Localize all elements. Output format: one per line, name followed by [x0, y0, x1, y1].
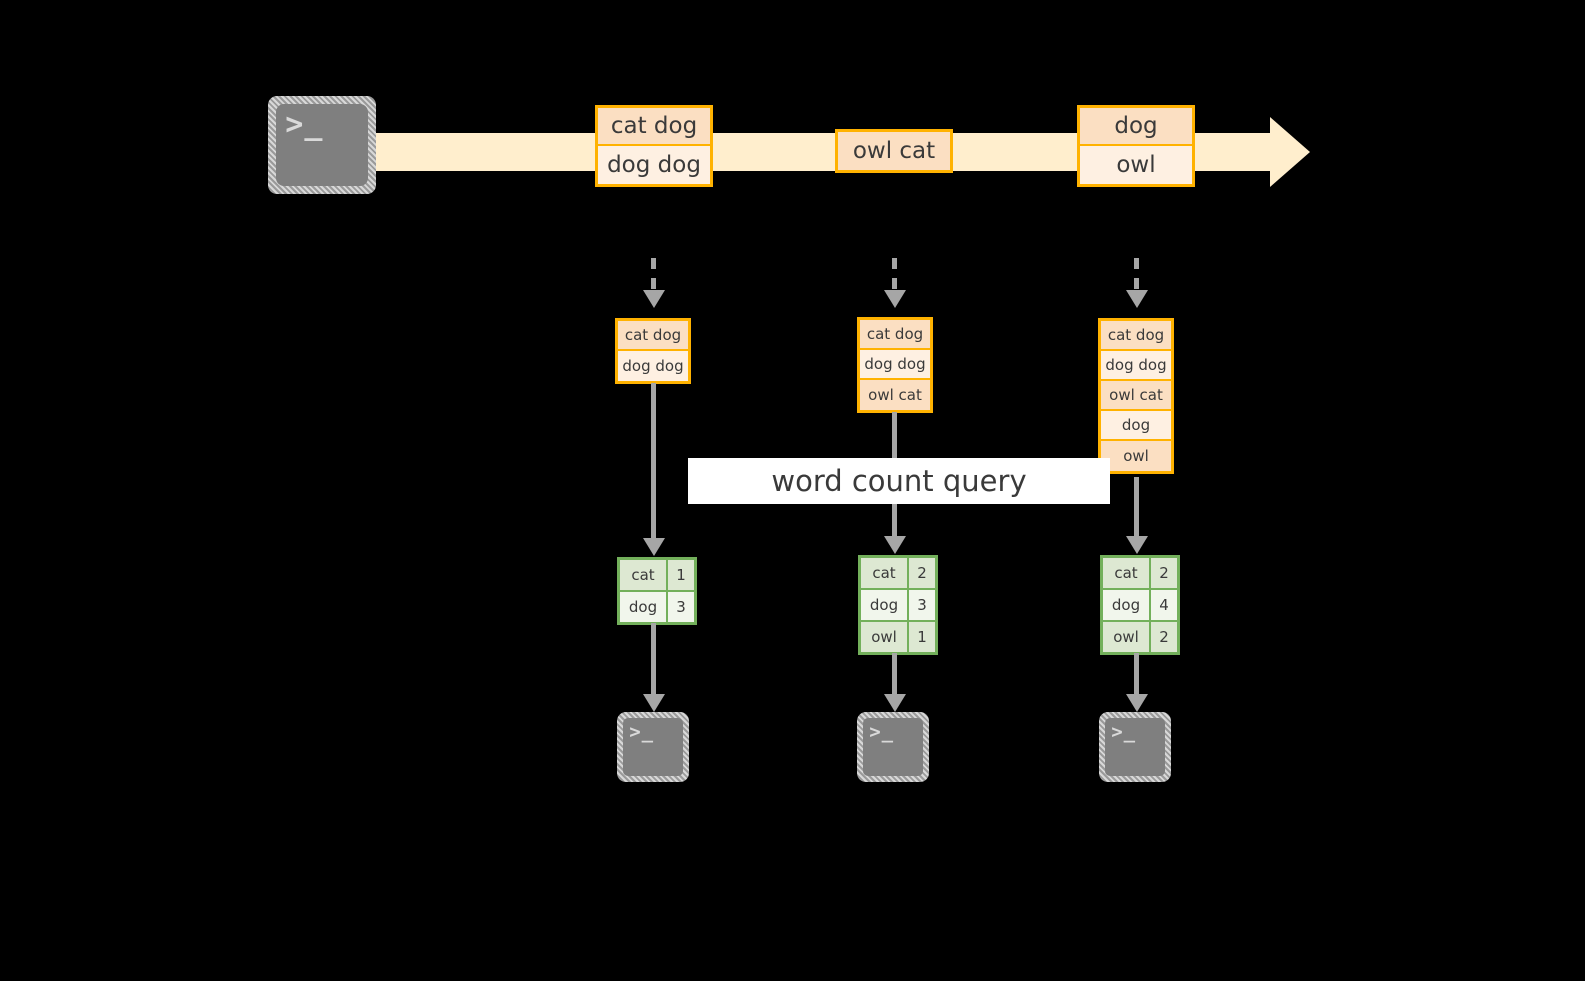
result-word: owl [861, 622, 909, 652]
result-count: 4 [1151, 590, 1177, 620]
snapshot-1-input-stack: cat dog dog dog [615, 318, 691, 384]
snapshot-line: cat dog [1101, 321, 1171, 351]
snapshot-line: dog dog [1101, 351, 1171, 381]
stream-message-2: owl cat [835, 129, 953, 173]
snapshot-line: dog [1101, 411, 1171, 441]
terminal-screen [863, 718, 923, 776]
terminal-prompt-glyph: >_ [869, 721, 895, 744]
result-count: 2 [1151, 622, 1177, 652]
stream-arrow-head-icon [1270, 117, 1310, 187]
result-word: cat [1103, 558, 1151, 588]
snapshot-1-output-arrowhead-icon [643, 694, 665, 712]
result-row: cat 1 [620, 560, 694, 592]
result-word: cat [620, 560, 668, 590]
snapshot-3-dashed-arrowhead-icon [1126, 290, 1148, 308]
snapshot-2-input-stack: cat dog dog dog owl cat [857, 317, 933, 413]
result-word: owl [1103, 622, 1151, 652]
result-row: owl 2 [1103, 622, 1177, 652]
snapshot-line: cat dog [860, 320, 930, 350]
snapshot-3-consumer-terminal-icon: >_ [1099, 712, 1171, 782]
snapshot-1-query-connector [651, 383, 656, 550]
stream-message-line: owl cat [838, 132, 950, 170]
result-row: owl 1 [861, 622, 935, 652]
snapshot-3-output-connector [1134, 653, 1139, 705]
producer-terminal-icon: >_ [268, 96, 376, 194]
snapshot-1-query-arrowhead-icon [643, 538, 665, 556]
snapshot-2-dashed-arrowhead-icon [884, 290, 906, 308]
snapshot-line: owl cat [860, 380, 930, 410]
stream-message-1: cat dog dog dog [595, 105, 713, 187]
snapshot-line: owl [1101, 441, 1171, 471]
snapshot-3-dashed-connector [1134, 258, 1139, 294]
snapshot-3-output-arrowhead-icon [1126, 694, 1148, 712]
result-word: cat [861, 558, 909, 588]
snapshot-1-dashed-connector [651, 258, 656, 294]
snapshot-1-output-connector [651, 623, 656, 705]
stream-message-line: owl [1080, 146, 1192, 184]
snapshot-2-result-table: cat 2 dog 3 owl 1 [858, 555, 938, 655]
terminal-screen [623, 718, 683, 776]
snapshot-3-query-arrowhead-icon [1126, 536, 1148, 554]
terminal-prompt-glyph: >_ [285, 106, 324, 142]
result-row: cat 2 [1103, 558, 1177, 590]
stream-message-line: cat dog [598, 108, 710, 146]
stream-message-line: dog [1080, 108, 1192, 146]
result-row: dog 3 [620, 592, 694, 622]
result-count: 3 [909, 590, 935, 620]
result-word: dog [620, 592, 668, 622]
snapshot-1-consumer-terminal-icon: >_ [617, 712, 689, 782]
snapshot-line: owl cat [1101, 381, 1171, 411]
result-row: dog 3 [861, 590, 935, 622]
snapshot-3-result-table: cat 2 dog 4 owl 2 [1100, 555, 1180, 655]
result-word: dog [1103, 590, 1151, 620]
snapshot-line: cat dog [618, 321, 688, 351]
result-row: dog 4 [1103, 590, 1177, 622]
snapshot-line: dog dog [860, 350, 930, 380]
snapshot-1-dashed-arrowhead-icon [643, 290, 665, 308]
stream-message-line: dog dog [598, 146, 710, 184]
snapshot-2-consumer-terminal-icon: >_ [857, 712, 929, 782]
snapshot-2-output-arrowhead-icon [884, 694, 906, 712]
terminal-screen [276, 104, 368, 186]
query-label: word count query [688, 458, 1110, 504]
snapshot-2-query-arrowhead-icon [884, 536, 906, 554]
terminal-prompt-glyph: >_ [1111, 721, 1137, 744]
result-count: 2 [909, 558, 935, 588]
result-count: 2 [1151, 558, 1177, 588]
snapshot-3-query-connector [1134, 477, 1139, 549]
stream-message-3: dog owl [1077, 105, 1195, 187]
snapshot-line: dog dog [618, 351, 688, 381]
result-word: dog [861, 590, 909, 620]
result-count: 1 [909, 622, 935, 652]
snapshot-3-input-stack: cat dog dog dog owl cat dog owl [1098, 318, 1174, 474]
result-count: 1 [668, 560, 694, 590]
snapshot-2-output-connector [892, 653, 897, 705]
result-count: 3 [668, 592, 694, 622]
terminal-prompt-glyph: >_ [629, 721, 655, 744]
snapshot-1-result-table: cat 1 dog 3 [617, 557, 697, 625]
snapshot-2-dashed-connector [892, 258, 897, 294]
terminal-screen [1105, 718, 1165, 776]
result-row: cat 2 [861, 558, 935, 590]
